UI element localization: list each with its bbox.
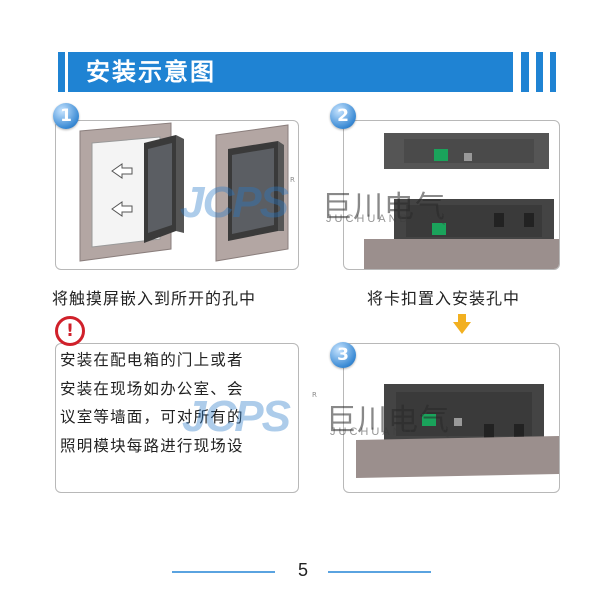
notice-line: 照明模块每路进行现场设	[60, 436, 244, 455]
step-3-illustration	[356, 384, 559, 478]
watermark-registered-mark: R	[312, 391, 317, 399]
watermark-brand-cn: 巨川电气	[322, 190, 446, 225]
step-3-panel	[343, 343, 560, 493]
section-title: 安装示意图	[86, 58, 216, 86]
watermark-brand-en: JUCHUANDIANQI	[330, 426, 460, 438]
header-stripe	[550, 52, 556, 92]
step-2-caption: 将卡扣置入安装孔中	[367, 289, 521, 308]
watermark-brand-cn: 巨川电气	[326, 403, 450, 438]
header-accent-bar	[58, 52, 65, 92]
warning-icon: !	[55, 316, 85, 346]
arrow-down-icon	[453, 322, 471, 334]
step-1-illustration	[79, 122, 289, 262]
step-1-badge: 1	[53, 103, 79, 129]
step-3-badge: 3	[330, 342, 356, 368]
notice-line: 议室等墙面，可对所有的	[60, 408, 244, 426]
watermark-logo: JCPS	[180, 178, 289, 227]
page-number-rule-left	[172, 571, 275, 573]
step-1-panel	[55, 120, 299, 270]
header-stripe	[536, 52, 543, 92]
watermark-registered-mark: R	[290, 176, 295, 184]
notice-text: 安装在配电箱的门上或者 安装在现场如办公室、会 议室等墙面，可对所有的 照明模块…	[60, 346, 296, 460]
page-number-rule-right	[328, 571, 431, 573]
header-bar	[68, 52, 513, 92]
notice-panel: 安装在配电箱的门上或者 安装在现场如办公室、会 议室等墙面，可对所有的 照明模块…	[55, 343, 299, 493]
step-2-panel	[343, 120, 560, 270]
notice-line: 安装在配电箱的门上或者	[60, 351, 244, 369]
step-2-illustration	[364, 133, 559, 269]
watermark-logo: JCPS	[182, 392, 291, 441]
header-stripe	[521, 52, 529, 92]
step-2-badge: 2	[330, 103, 356, 129]
page-number: 5	[298, 560, 309, 580]
notice-line: 安装在现场如办公室、会	[60, 379, 244, 398]
arrow-down-icon-stem	[458, 314, 466, 322]
watermark-brand-en: JUCHUANDIANQI	[326, 213, 456, 225]
step-1-caption: 将触摸屏嵌入到所开的孔中	[52, 289, 257, 308]
